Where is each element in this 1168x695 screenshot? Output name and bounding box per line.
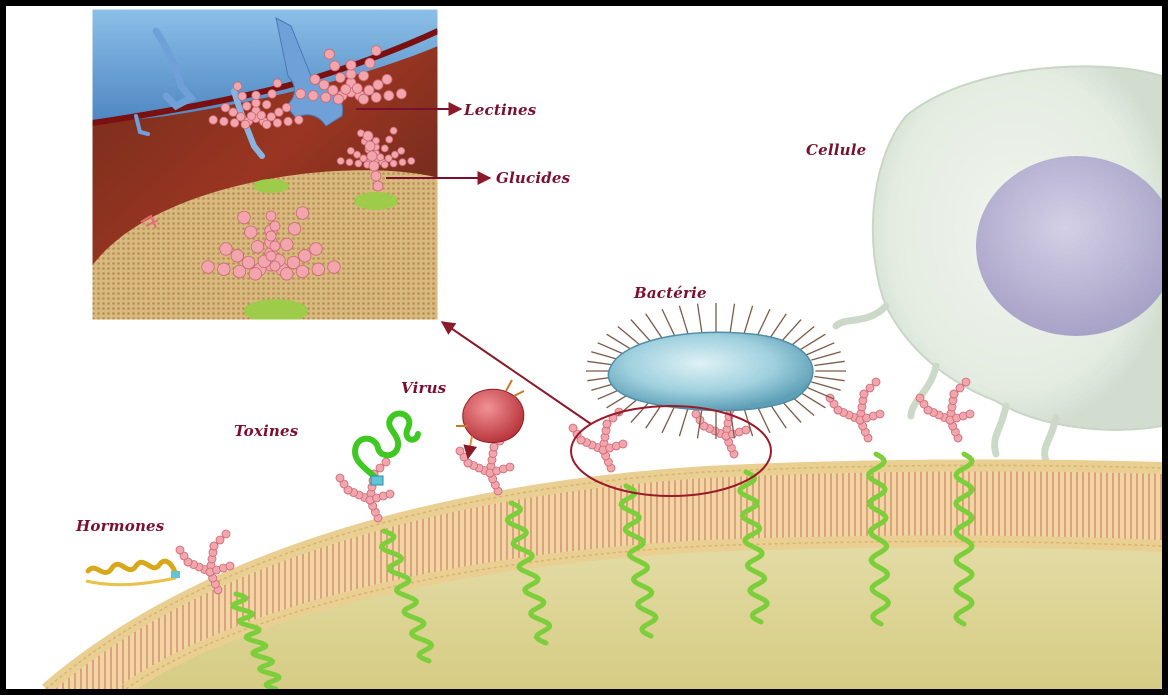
- glycan-tree: [569, 408, 627, 472]
- label-cellule: Cellule: [806, 141, 866, 159]
- hormone-coil: [86, 561, 180, 585]
- label-toxines: Toxines: [234, 422, 298, 440]
- label-lectines: Lectines: [464, 101, 536, 119]
- neighbor-cell: [836, 66, 1162, 461]
- bacterium: [586, 303, 846, 439]
- label-hormones: Hormones: [76, 517, 164, 535]
- cell-surface-glycans-illustration: [6, 6, 1162, 689]
- toxin-coil: [355, 413, 418, 485]
- inset-magnified-view: [92, 9, 438, 323]
- label-glucides: Glucides: [496, 169, 570, 187]
- label-virus: Virus: [401, 379, 446, 397]
- glycan-tree: [826, 378, 884, 442]
- illustration-canvas: Lectines Glucides Cellule Bactérie Virus…: [6, 6, 1162, 689]
- label-bacterie: Bactérie: [634, 284, 707, 302]
